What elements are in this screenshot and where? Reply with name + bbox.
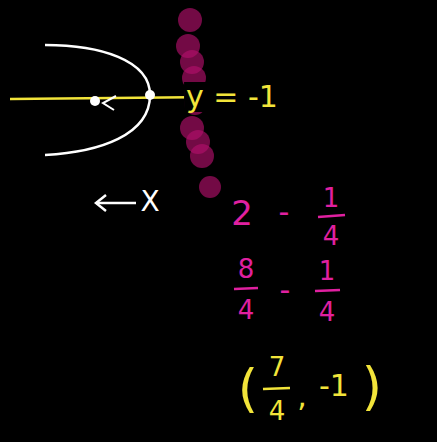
vertex-dot (145, 90, 155, 100)
math-label: 4 (267, 398, 288, 424)
fraction-bar (263, 388, 290, 389)
focus-dot (90, 96, 100, 106)
math-label: 1 (321, 185, 342, 211)
math-label: - (277, 197, 292, 227)
math-label: -1 (317, 371, 351, 401)
math-label: 4 (321, 223, 342, 249)
math-label: 8 (236, 256, 257, 282)
x-arrow (96, 195, 136, 211)
math-label: - (278, 275, 293, 305)
math-label: 1 (317, 258, 338, 284)
math-label: 4 (317, 299, 338, 325)
math-label: ( (236, 362, 260, 414)
math-label: y = -1 (184, 82, 280, 112)
direction-arrow (103, 96, 116, 110)
math-label: 7 (267, 354, 288, 380)
math-label: , (295, 381, 309, 411)
math-label: 4 (236, 297, 257, 323)
parabola-curve (45, 45, 150, 155)
math-label: X (138, 188, 161, 216)
math-label: 2 (229, 196, 255, 230)
math-label: ) (360, 360, 384, 412)
